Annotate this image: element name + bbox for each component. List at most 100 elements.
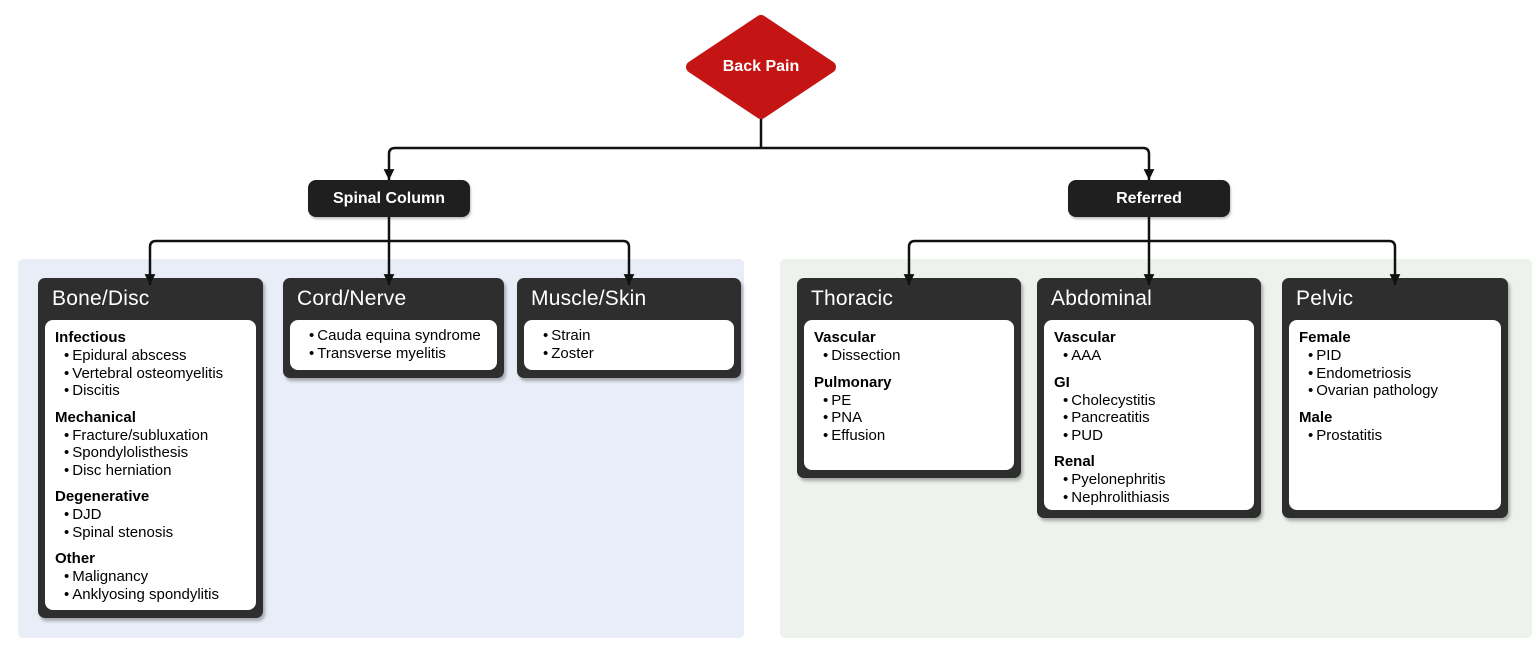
bullet-icon: • — [1063, 426, 1069, 444]
bullet-icon: • — [64, 444, 70, 461]
list-item-label: Fracture/subluxation — [72, 426, 209, 444]
card-title: Muscle/Skin — [531, 287, 647, 310]
list-item-label: Zoster — [551, 344, 594, 362]
card-body: •Strain•Zoster — [524, 320, 734, 370]
section-heading: GI — [1054, 373, 1070, 391]
list-item-label: Vertebral osteomyelitis — [72, 364, 224, 382]
list-item-label: Cauda equina syndrome — [317, 327, 481, 344]
section-heading: Infectious — [55, 329, 126, 346]
list-item: •Fracture/subluxation — [55, 427, 246, 445]
list-item: •Spondylolisthesis — [55, 444, 246, 462]
list-item: •PE — [814, 392, 1004, 410]
list-item-label: Strain — [551, 327, 591, 344]
bullet-icon: • — [64, 426, 70, 444]
list-item-label: Transverse myelitis — [317, 344, 446, 362]
list-item-label: Pyelonephritis — [1071, 471, 1166, 488]
list-item: •Discitis — [55, 382, 246, 400]
list-item: •Effusion — [814, 427, 1004, 445]
list-item-label: PE — [831, 391, 852, 409]
list-item-label: Epidural abscess — [72, 347, 187, 364]
bullet-icon: • — [1063, 471, 1069, 488]
branch-node-referred: Referred — [1068, 180, 1230, 217]
list-item: •Spinal stenosis — [55, 524, 246, 542]
list-item-label: Anklyosing spondylitis — [72, 585, 220, 603]
list-item-label: Prostatitis — [1316, 426, 1383, 444]
list-item: •Pyelonephritis — [1054, 471, 1244, 489]
list-item: •DJD — [55, 506, 246, 524]
bullet-icon: • — [64, 382, 70, 399]
list-item: •Zoster — [534, 345, 724, 363]
list-item-label: Spondylolisthesis — [72, 444, 189, 461]
list-item-label: Dissection — [831, 347, 901, 364]
card-cord-nerve: Cord/Nerve •Cauda equina syndrome•Transv… — [283, 278, 504, 378]
card-pelvic: Pelvic Female•PID•Endometriosis•Ovarian … — [1282, 278, 1508, 518]
bullet-icon: • — [309, 327, 315, 344]
root-node-back-pain: Back Pain — [681, 12, 841, 122]
list-item-label: Cholecystitis — [1071, 391, 1156, 409]
section-heading: Vascular — [1054, 329, 1116, 346]
bullet-icon: • — [1063, 347, 1069, 364]
list-item: •AAA — [1054, 347, 1244, 365]
list-item: •Strain — [534, 327, 724, 345]
bullet-icon: • — [64, 523, 70, 541]
diamond-shape-icon — [686, 15, 836, 119]
list-item: •Nephrolithiasis — [1054, 489, 1244, 507]
list-item: •Malignancy — [55, 568, 246, 586]
bullet-icon: • — [64, 568, 70, 585]
list-item-label: Disc herniation — [72, 461, 172, 479]
list-item-label: PID — [1316, 347, 1342, 364]
list-item-label: AAA — [1071, 347, 1102, 364]
list-item-label: Endometriosis — [1316, 364, 1412, 382]
card-muscle-skin: Muscle/Skin •Strain•Zoster — [517, 278, 741, 378]
card-body: Infectious•Epidural abscess•Vertebral os… — [45, 320, 256, 610]
card-body: •Cauda equina syndrome•Transverse myelit… — [290, 320, 497, 370]
section-heading: Male — [1299, 408, 1333, 426]
bullet-icon: • — [64, 347, 70, 364]
list-item-label: Malignancy — [72, 568, 149, 585]
card-title: Bone/Disc — [52, 287, 150, 310]
card-title: Thoracic — [811, 287, 894, 310]
bullet-icon: • — [543, 327, 549, 344]
list-item: •PNA — [814, 409, 1004, 427]
section-heading: Degenerative — [55, 488, 150, 505]
bullet-icon: • — [823, 391, 829, 409]
bullet-icon: • — [1308, 347, 1314, 364]
list-item: •Endometriosis — [1299, 365, 1491, 383]
bullet-icon: • — [1063, 391, 1069, 409]
card-bone-disc: Bone/Disc Infectious•Epidural abscess•Ve… — [38, 278, 263, 618]
card-title: Pelvic — [1296, 287, 1354, 310]
list-item: •Cauda equina syndrome — [300, 327, 487, 345]
bullet-icon: • — [543, 344, 549, 362]
wire-root-to-spinal — [383, 146, 761, 180]
list-item-label: PNA — [831, 409, 863, 426]
list-item-label: Nephrolithiasis — [1071, 488, 1170, 506]
list-item: •Anklyosing spondylitis — [55, 586, 246, 604]
section-heading: Mechanical — [55, 408, 136, 426]
list-item: •Cholecystitis — [1054, 392, 1244, 410]
bullet-icon: • — [64, 364, 70, 382]
list-item-label: Spinal stenosis — [72, 523, 174, 541]
list-item: •Epidural abscess — [55, 347, 246, 365]
card-title: Abdominal — [1051, 287, 1153, 310]
card-body: Female•PID•Endometriosis•Ovarian patholo… — [1289, 320, 1501, 510]
list-item-label: DJD — [72, 506, 102, 523]
wire-root-to-referred — [761, 146, 1155, 180]
section-heading: Female — [1299, 329, 1351, 346]
root-label: Back Pain — [722, 58, 800, 75]
section-heading: Pulmonary — [814, 373, 892, 391]
bullet-icon: • — [64, 585, 70, 603]
list-item: •Ovarian pathology — [1299, 382, 1491, 400]
list-item-label: Discitis — [72, 382, 120, 399]
bullet-icon: • — [1308, 364, 1314, 382]
list-item-label: Effusion — [831, 426, 886, 444]
bullet-icon: • — [64, 506, 70, 523]
list-item: •Dissection — [814, 347, 1004, 365]
bullet-icon: • — [1308, 426, 1314, 444]
bullet-icon: • — [1308, 382, 1314, 399]
section-heading: Vascular — [814, 329, 876, 346]
list-item: •Transverse myelitis — [300, 345, 487, 363]
